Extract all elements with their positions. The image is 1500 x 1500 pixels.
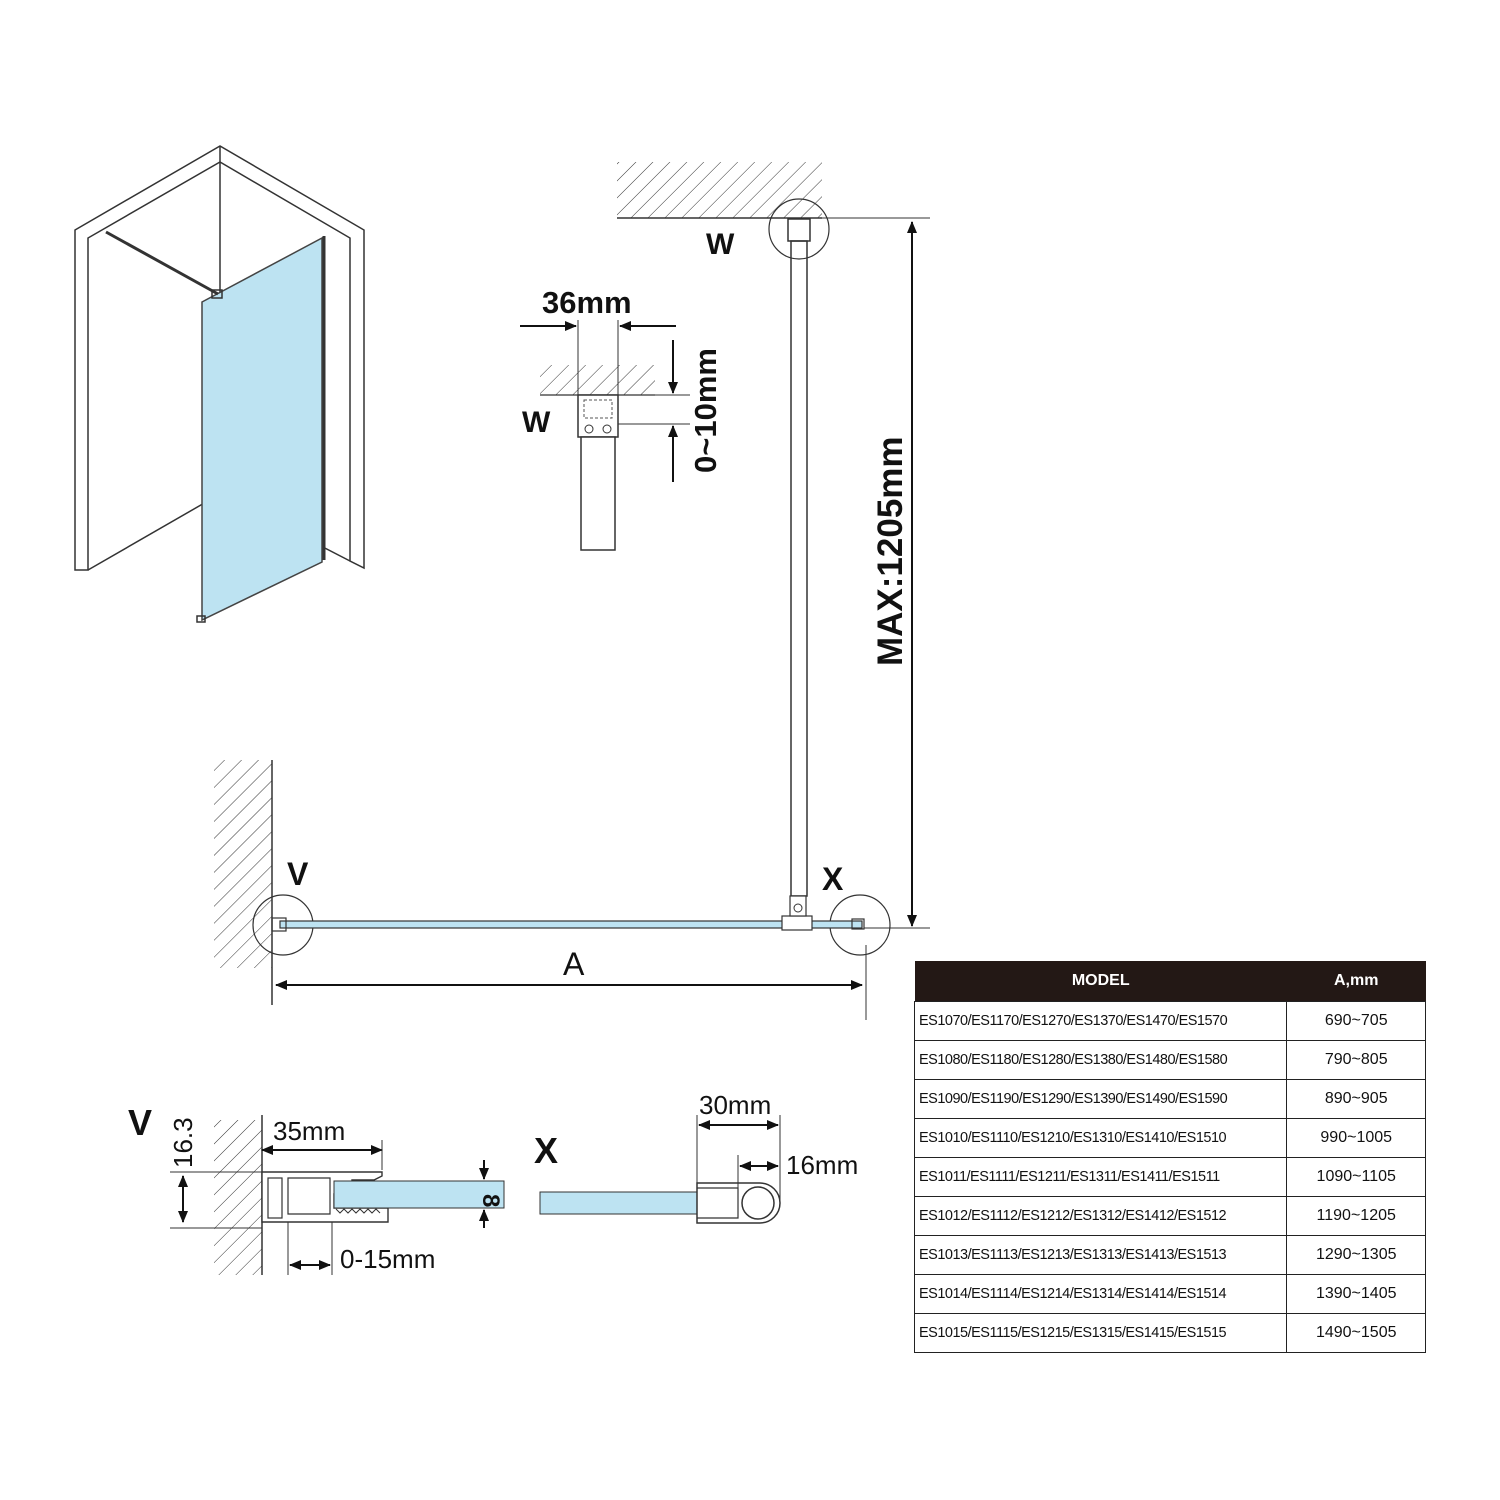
bar-clamp-plan bbox=[781, 915, 813, 931]
model-size-table: MODEL A,mm ES1070/ES1170/ES1270/ES1370/E… bbox=[913, 961, 1426, 1353]
label-w-detail: W bbox=[522, 406, 551, 439]
label-max-height: MAX:1205mm bbox=[871, 436, 910, 666]
range-cell: 890~905 bbox=[1286, 1079, 1426, 1119]
ceiling-wall-top bbox=[617, 162, 930, 219]
label-dimension-a: A bbox=[563, 946, 585, 982]
x-detail bbox=[539, 1115, 781, 1224]
label-x-main: X bbox=[822, 861, 844, 897]
wall-profile-plan bbox=[271, 917, 287, 932]
glass-panel-plan bbox=[279, 920, 863, 929]
label-v-main: V bbox=[287, 856, 309, 892]
label-x-detail: X bbox=[534, 1130, 558, 1171]
label-dim-36: 36mm bbox=[542, 285, 632, 320]
label-dim-16-3: 16.3 bbox=[168, 1117, 198, 1168]
glass-panel bbox=[201, 236, 323, 622]
table-row: ES1013/ES1113/ES1213/ES1313/ES1413/ES151… bbox=[913, 1235, 1426, 1275]
table-row: ES1014/ES1114/ES1214/ES1314/ES1414/ES151… bbox=[913, 1274, 1426, 1314]
range-cell: 790~805 bbox=[1286, 1040, 1426, 1080]
table-row: ES1011/ES1111/ES1211/ES1311/ES1411/ES151… bbox=[913, 1157, 1426, 1197]
support-bar bbox=[790, 240, 808, 897]
range-cell: 1390~1405 bbox=[1286, 1274, 1426, 1314]
table-row: ES1010/ES1110/ES1210/ES1310/ES1410/ES151… bbox=[913, 1118, 1426, 1158]
range-cell: 1490~1505 bbox=[1286, 1313, 1426, 1353]
range-cell: 1190~1205 bbox=[1286, 1196, 1426, 1236]
label-dim-8: 8 bbox=[477, 1194, 504, 1207]
table-row: ES1090/ES1190/ES1290/ES1390/ES1490/ES159… bbox=[913, 1079, 1426, 1119]
column-header-model: MODEL bbox=[914, 961, 1287, 1002]
range-cell: 1290~1305 bbox=[1286, 1235, 1426, 1275]
w-detail bbox=[520, 320, 690, 551]
model-cell: ES1015/ES1115/ES1215/ES1315/ES1415/ES151… bbox=[913, 1313, 1288, 1353]
column-header-a: A,mm bbox=[1286, 961, 1426, 1002]
label-v-detail: V bbox=[128, 1102, 152, 1143]
isometric-view bbox=[74, 145, 365, 623]
glass-section-v bbox=[333, 1180, 505, 1209]
model-cell: ES1080/ES1180/ES1280/ES1380/ES1480/ES158… bbox=[913, 1040, 1288, 1080]
model-cell: ES1013/ES1113/ES1213/ES1313/ES1413/ES151… bbox=[913, 1235, 1288, 1275]
left-wall bbox=[214, 760, 273, 1005]
range-cell: 1090~1105 bbox=[1286, 1157, 1426, 1197]
model-cell: ES1070/ES1170/ES1270/ES1370/ES1470/ES157… bbox=[913, 1001, 1288, 1041]
label-dim-30: 30mm bbox=[699, 1090, 771, 1120]
label-dim-0-10: 0~10mm bbox=[688, 348, 723, 473]
range-cell: 690~705 bbox=[1286, 1001, 1426, 1041]
table-row: ES1080/ES1180/ES1280/ES1380/ES1480/ES158… bbox=[913, 1040, 1426, 1080]
table-row: ES1012/ES1112/ES1212/ES1312/ES1412/ES151… bbox=[913, 1196, 1426, 1236]
model-cell: ES1012/ES1112/ES1212/ES1312/ES1412/ES151… bbox=[913, 1196, 1288, 1236]
label-w-top: W bbox=[706, 228, 735, 261]
table-row: ES1015/ES1115/ES1215/ES1315/ES1415/ES151… bbox=[913, 1313, 1426, 1353]
w-detail-circle bbox=[768, 198, 830, 260]
model-cell: ES1014/ES1114/ES1214/ES1314/ES1414/ES151… bbox=[913, 1274, 1288, 1314]
model-cell: ES1090/ES1190/ES1290/ES1390/ES1490/ES159… bbox=[913, 1079, 1288, 1119]
w-bracket bbox=[787, 218, 811, 242]
label-dim-0-15: 0-15mm bbox=[340, 1244, 435, 1274]
end-cap-plan bbox=[851, 918, 865, 930]
label-dim-16: 16mm bbox=[786, 1150, 858, 1180]
table-header-row: MODEL A,mm bbox=[914, 961, 1426, 1002]
bar-joint-plan bbox=[789, 895, 807, 917]
model-cell: ES1011/ES1111/ES1211/ES1311/ES1411/ES151… bbox=[913, 1157, 1288, 1197]
label-dim-35: 35mm bbox=[273, 1116, 345, 1146]
table-row: ES1070/ES1170/ES1270/ES1370/ES1470/ES157… bbox=[913, 1001, 1426, 1041]
range-cell: 990~1005 bbox=[1286, 1118, 1426, 1158]
model-cell: ES1010/ES1110/ES1210/ES1310/ES1410/ES151… bbox=[913, 1118, 1288, 1158]
v-detail bbox=[170, 1115, 505, 1275]
